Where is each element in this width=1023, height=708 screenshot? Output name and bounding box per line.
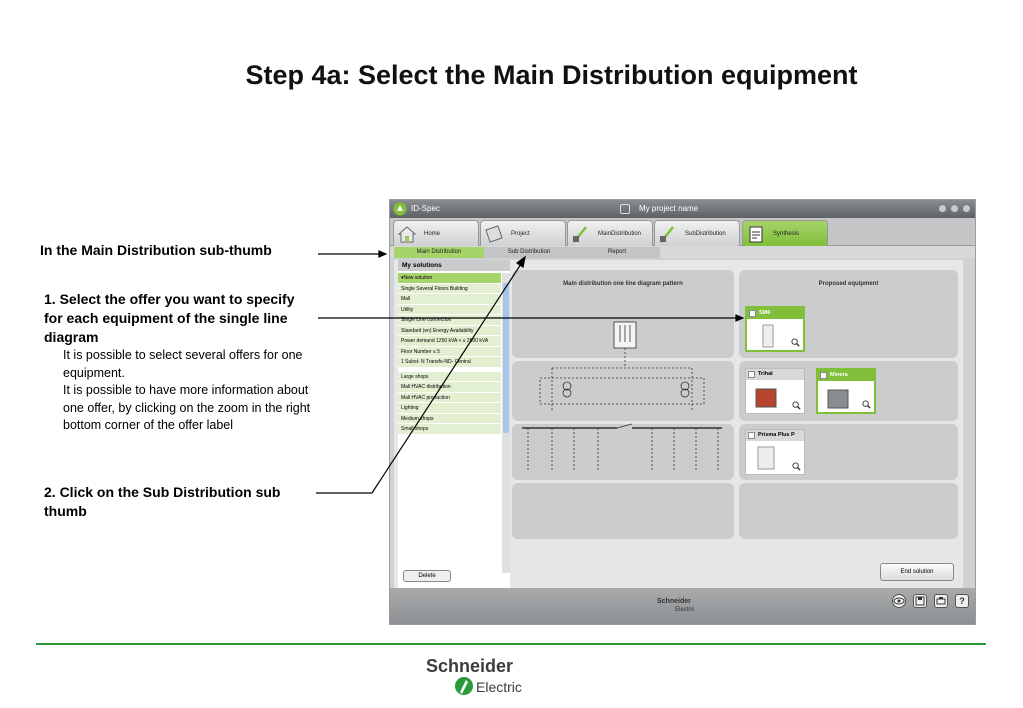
transformer-image [827,389,849,409]
main-distribution-icon [573,226,587,243]
annotation-select-offer-detail-1: It is possible to select several offers … [63,348,303,380]
equipment-card-sm6[interactable]: SM6 [745,306,805,352]
delete-button[interactable]: Delete [403,570,451,582]
title-bar: ID-Spec My project name [390,200,975,218]
zoom-icon[interactable] [862,400,871,409]
eye-icon[interactable] [892,594,906,608]
transformer-image [755,388,777,408]
subtab-report[interactable]: Report [574,247,660,258]
list-item[interactable]: Mall [398,294,501,305]
scrollbar-thumb[interactable] [503,283,509,433]
equipment-card-trihal[interactable]: Trihal [745,368,805,414]
list-item[interactable]: Small shops [398,424,501,435]
zoom-icon[interactable] [791,338,800,347]
solutions-header: My solutions [398,260,510,271]
annotation-main-distribution: In the Main Distribution sub-thumb [40,242,272,258]
app-name: ID-Spec [411,204,440,213]
print-icon[interactable] [934,594,948,608]
list-item[interactable]: Floor Number ≤ 5 [398,346,501,357]
list-item[interactable]: Mall HVAC production [398,392,501,403]
equipment-checkbox[interactable] [749,310,756,317]
status-brand-electric: Electric [675,607,695,613]
slide-title: Step 4a: Select the Main Distribution eq… [245,60,858,90]
annotation-select-offer-detail-2: It is possible to have more information … [63,383,311,432]
sub-distribution-icon [660,226,674,243]
list-item[interactable]: Single Line connection [398,315,501,326]
status-bar: Schneider Electric ? [390,588,975,624]
project-icon[interactable] [620,204,630,214]
single-line-diagram [522,321,722,470]
footer-brand-schneider: Schneider [426,656,513,676]
tab-synthesis[interactable]: Synthesis [742,220,828,246]
switchboard-image [757,446,775,470]
save-icon[interactable] [913,594,927,608]
annotation-sub-distribution-text: 2. Click on the Sub Distribution sub thu… [44,484,281,519]
list-item[interactable]: Utility [398,304,501,315]
list-item[interactable]: 1 Subst- N Transfo-ND- Central [398,357,501,368]
close-icon[interactable] [962,204,971,213]
main-tabs: Home Project MainDistribution SubDistrib… [390,218,975,246]
status-brand-schneider: Schneider [657,598,691,605]
app-window: ID-Spec My project name Home Project Mai… [389,199,976,625]
annotation-select-offer: 1. Select the offer you want to specify … [44,290,314,435]
list-item[interactable]: Mall HVAC distribution [398,382,501,393]
diagram-panel-3 [512,424,734,480]
list-item[interactable]: Medium shops [398,413,501,424]
equipment-title: Proposed equipment [818,281,879,287]
schneider-electric-logo: Schneider Electric [426,656,522,695]
synthesis-icon [749,226,763,243]
solutions-panel: My solutions ▾New solution Single Severa… [398,260,510,589]
tab-project[interactable]: Project [480,220,566,246]
help-icon[interactable]: ? [955,594,969,608]
folder-icon [485,225,503,243]
footer-divider [36,643,986,645]
list-item[interactable]: Standard (en) Energy Availability [398,325,501,336]
annotation-sub-distribution: 2. Click on the Sub Distribution sub thu… [44,483,314,521]
list-item[interactable]: Large shops [398,371,501,382]
list-item[interactable]: Lighting [398,403,501,414]
solutions-scrollbar[interactable] [502,273,510,573]
tab-main-distribution[interactable]: MainDistribution [567,220,653,246]
list-item[interactable]: Single Several Floors Building [398,283,501,294]
end-solution-button[interactable]: End solution [880,563,954,581]
zoom-icon[interactable] [792,462,801,471]
equipment-checkbox[interactable] [820,372,827,379]
equipment-checkbox[interactable] [748,432,755,439]
equipment-card-prisma-plus-p[interactable]: Prisma Plus P [745,429,805,475]
subtab-sub-distribution[interactable]: Sub Distribution [484,247,574,258]
minimize-icon[interactable] [938,204,947,213]
equipment-checkbox[interactable] [748,371,755,378]
sub-tabs: Main Distribution Sub Distribution Repor… [390,246,975,258]
list-item[interactable]: Power demand 1250 kVA < ≤ 2500 kVA [398,336,501,347]
diagram-title: Main distribution one line diagram patte… [563,281,683,287]
diagram-panel-2 [512,361,734,421]
maximize-icon[interactable] [950,204,959,213]
id-spec-logo-icon [393,202,407,216]
equipment-panel-4 [739,483,958,539]
list-item[interactable]: ▾New solution [398,273,501,284]
tab-home[interactable]: Home [393,220,479,246]
zoom-icon[interactable] [792,401,801,410]
switchgear-image [762,324,774,348]
equipment-card-minera[interactable]: Minera [816,368,876,414]
footer-brand-electric: Electric [476,679,522,695]
annotation-select-offer-title: 1. Select the offer you want to specify … [44,291,295,345]
house-icon [397,226,417,243]
project-name: My project name [639,204,699,213]
diagram-panel-4 [512,483,734,539]
content-area: My solutions ▾New solution Single Severa… [394,260,963,589]
tab-sub-distribution[interactable]: SubDistribution [654,220,740,246]
subtab-main-distribution[interactable]: Main Distribution [394,247,484,258]
solutions-list: ▾New solution Single Several Floors Buil… [398,273,501,435]
